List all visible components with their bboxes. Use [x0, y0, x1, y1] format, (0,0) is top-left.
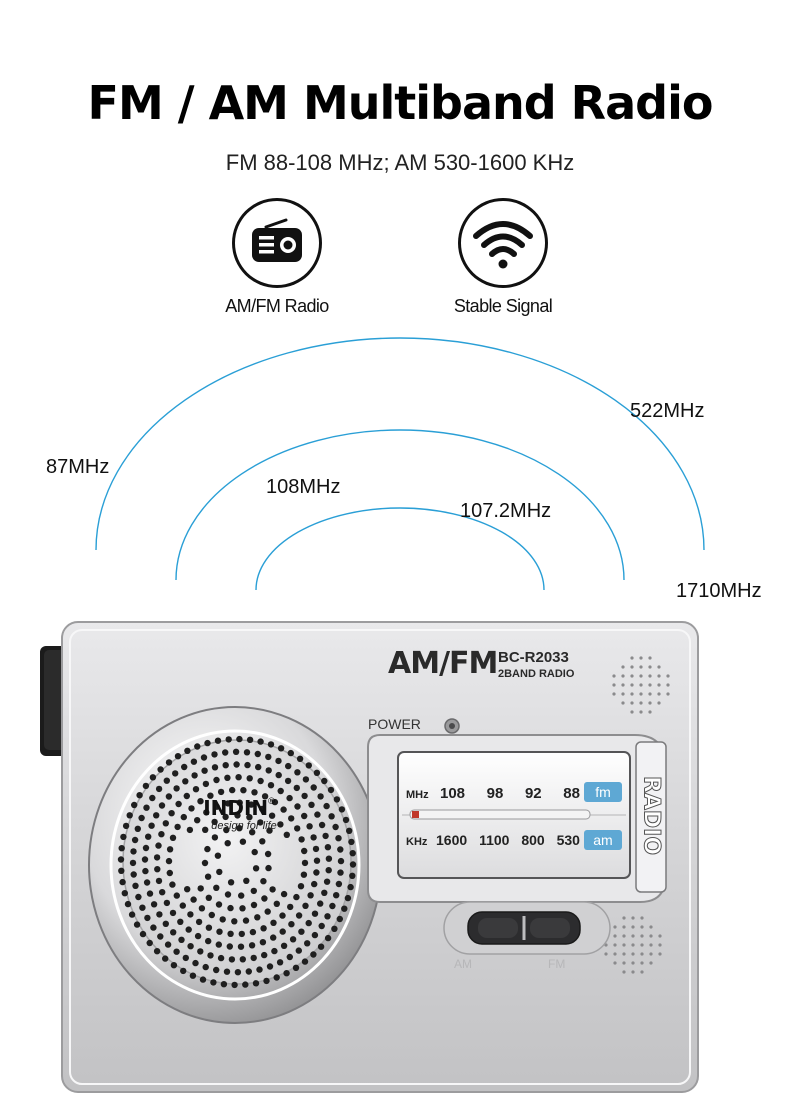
wifi-signal-icon: [458, 198, 548, 288]
freq-label-522: 522MHz: [630, 400, 705, 422]
fm-scale: 108 98 92 88: [440, 785, 580, 802]
subtitle: FM 88-108 MHz; AM 530-1600 KHz: [225, 150, 575, 175]
side-label-plate: [635, 741, 667, 893]
headline: FM / AM Multiband Radio: [87, 76, 714, 130]
am-unit: KHz: [406, 836, 428, 848]
switch-label-am: AM: [454, 957, 472, 971]
wave-inner: [255, 507, 545, 591]
am-value: 1100: [479, 832, 510, 848]
feature-label-stable-signal: Stable Signal: [453, 296, 553, 316]
am-value: 800: [521, 832, 545, 848]
brand-slogan: design for life: [211, 820, 277, 832]
fm-badge: [584, 782, 622, 802]
wave-outer: [95, 337, 705, 551]
am-badge: [584, 830, 622, 850]
wave-middle: [175, 429, 625, 581]
power-label: POWER: [368, 716, 421, 732]
fm-value: 108: [440, 785, 466, 802]
model-number: BC-R2033: [498, 649, 569, 666]
feature-label-am-fm: AM/FM Radio: [225, 296, 329, 316]
freq-label-108: 108MHz: [266, 476, 341, 498]
tuning-needle: [412, 811, 419, 818]
fm-badge-text: fm: [595, 784, 611, 800]
freq-label-1710: 1710MHz: [676, 580, 762, 602]
fm-unit: MHz: [406, 789, 429, 801]
am-value: 530: [556, 832, 580, 848]
freq-label-87: 87MHz: [46, 456, 110, 478]
speaker-holes: [117, 735, 357, 989]
tuning-needle-track: [409, 809, 591, 820]
am-value: 1600: [436, 832, 468, 848]
switch-label-fm: FM: [548, 957, 566, 971]
vent-holes-bottom: [604, 916, 662, 974]
radio-device: [40, 621, 699, 1093]
radio-icon: [232, 198, 322, 288]
freq-label-107: 107.2MHz: [460, 500, 552, 522]
am-scale: 1600 1100 800 530: [436, 832, 580, 848]
am-badge-text: am: [593, 832, 613, 848]
model-subtitle: 2BAND RADIO: [498, 668, 575, 680]
fm-value: 98: [486, 785, 504, 802]
vent-holes-top: [612, 656, 670, 714]
band-title: AM/FM: [388, 646, 498, 681]
side-radio-label: RADIO: [638, 775, 664, 856]
fm-value: 92: [524, 785, 542, 802]
signal-waves: [95, 337, 705, 591]
brand-logo: INDIN®: [203, 796, 275, 820]
fm-value: 88: [563, 785, 580, 802]
